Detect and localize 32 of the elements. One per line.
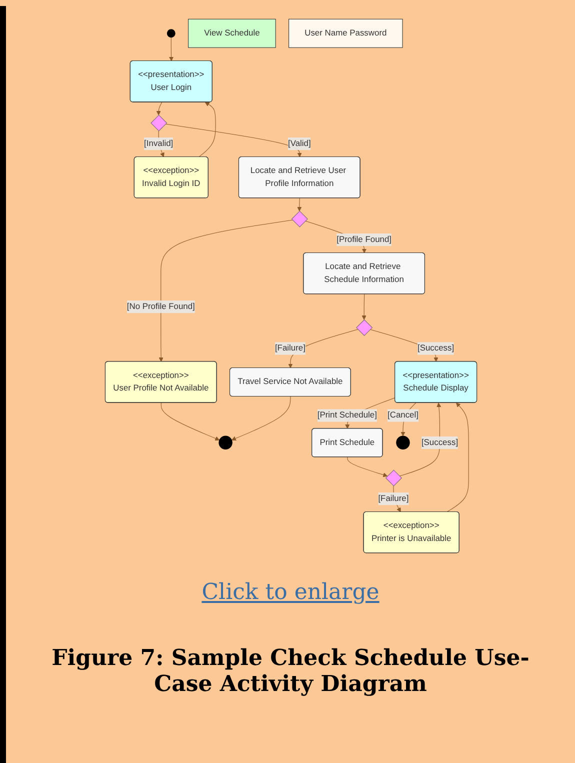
arrow	[230, 396, 290, 441]
arrow	[296, 198, 302, 212]
node-box: User Name Password	[288, 18, 402, 48]
arrow	[198, 102, 216, 158]
arrow	[168, 37, 174, 62]
edge-label: [Invalid]	[144, 139, 173, 148]
node-diamond	[356, 319, 372, 336]
figure-caption: Figure 7: Sample Check Schedule Use-Case Activity Diagram	[50, 645, 530, 697]
edge-label: [Cancel]	[387, 410, 418, 420]
edge-label: [No Profile Found]	[126, 302, 194, 312]
node-box: View Schedule	[188, 18, 276, 48]
arrow	[156, 102, 162, 116]
edge-label: [Failure]	[378, 494, 408, 504]
node-diamond	[290, 210, 308, 228]
node-circle	[166, 29, 175, 38]
arrow	[164, 124, 302, 158]
enlarge-link: Click to enlarge	[202, 580, 380, 605]
edge-label: [Valid]	[287, 139, 310, 148]
arrow	[446, 402, 468, 512]
edge-label: [Failure]	[274, 344, 305, 353]
edge-label: [Success]	[416, 344, 454, 353]
arrow	[346, 456, 388, 478]
node-diamond	[384, 470, 402, 486]
arrow	[160, 402, 220, 441]
edge-label: [Success]	[420, 438, 458, 447]
edge-label: [Print Schedule]	[316, 410, 376, 420]
node-diamond	[150, 114, 167, 132]
arrow	[158, 220, 292, 362]
node-bullseye	[218, 436, 232, 450]
arrow	[361, 294, 366, 320]
node-bullseye	[396, 436, 410, 450]
edge-label: [Profile Found]	[336, 235, 391, 244]
